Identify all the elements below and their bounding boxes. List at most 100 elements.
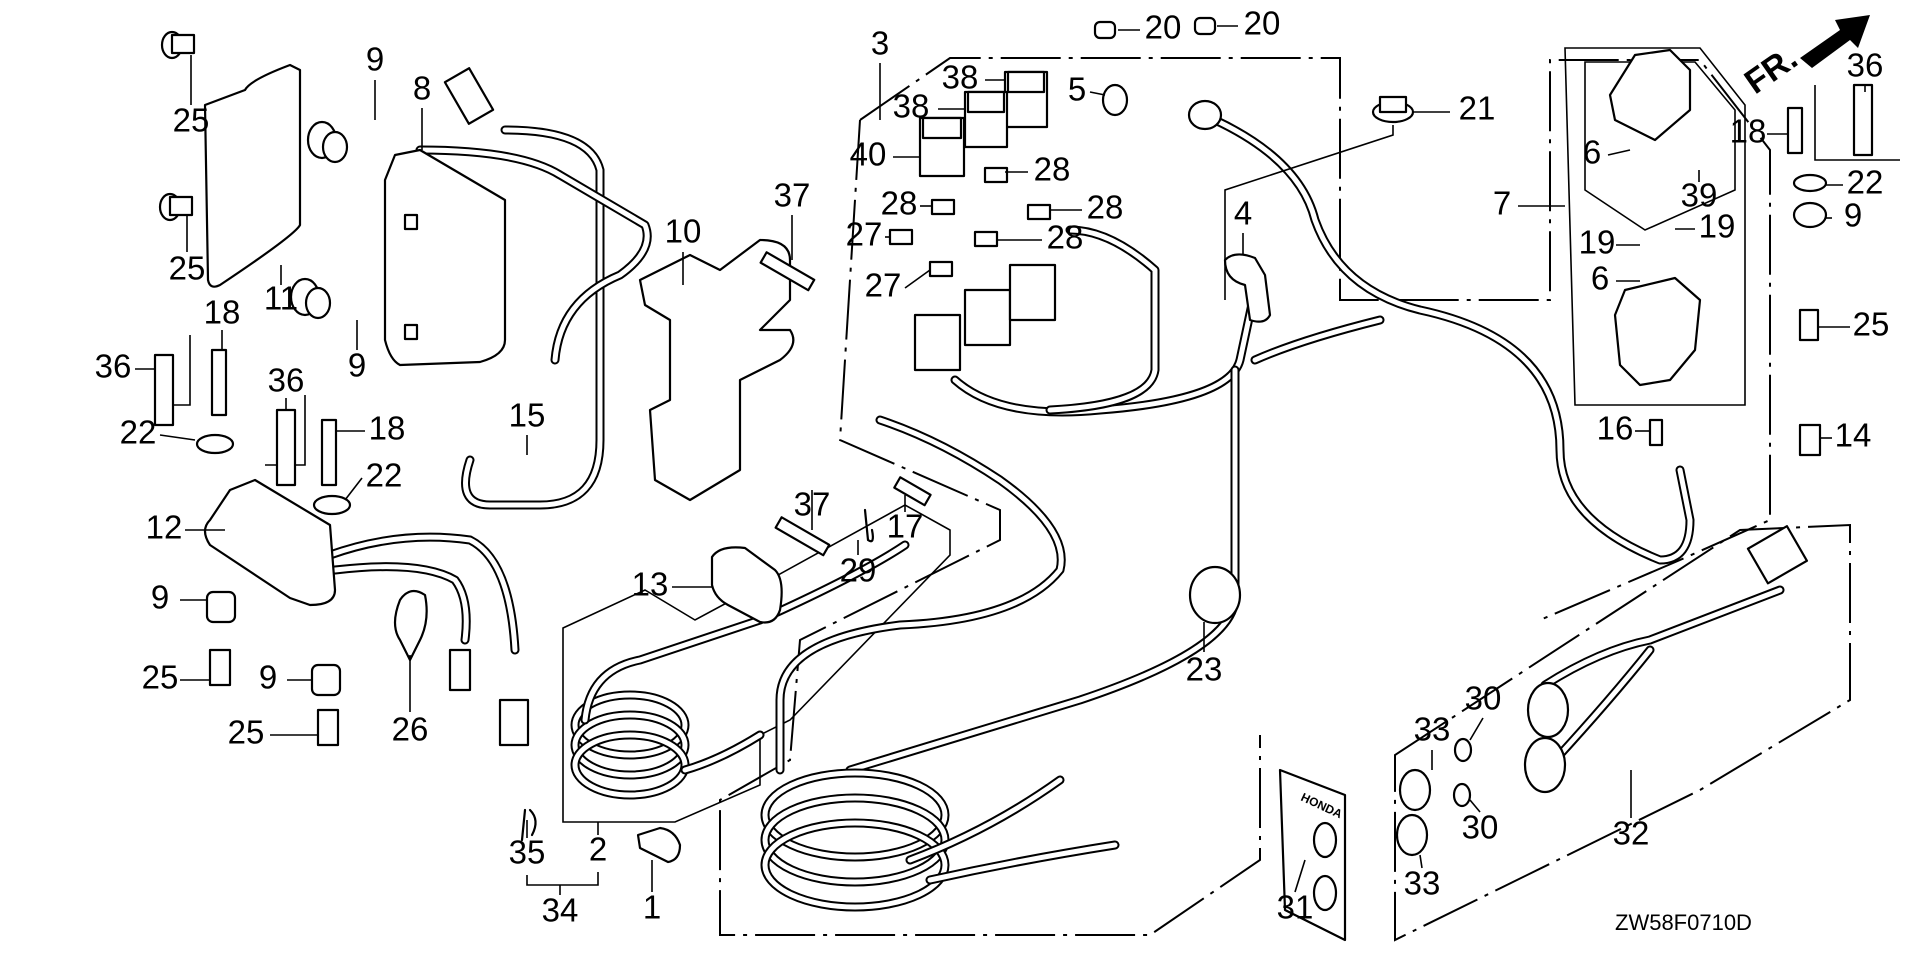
- callout-5: 5: [1068, 71, 1086, 108]
- diagram-stroke: [1542, 587, 1783, 688]
- callout-36: 36: [268, 362, 305, 399]
- cable-tie-23: [1188, 565, 1242, 625]
- fuse-28: [983, 166, 1009, 184]
- diagram-stroke: [572, 732, 688, 798]
- connector: [443, 67, 495, 125]
- diagram-stroke: [888, 228, 914, 246]
- diagram-stroke: [417, 147, 650, 363]
- front-label: FR.: [1738, 39, 1805, 102]
- harness-2-outline: [562, 504, 951, 823]
- diagram-stroke: [1026, 203, 1052, 221]
- diagram-stroke: [1006, 70, 1046, 94]
- callout-22: 22: [1847, 164, 1884, 201]
- grommet-9: [1792, 201, 1828, 229]
- bolt-36: [275, 408, 297, 487]
- pin-29: [863, 508, 874, 543]
- callout-28: 28: [1034, 151, 1071, 188]
- diagram-stroke: [1469, 717, 1484, 741]
- callout-25: 25: [228, 714, 265, 751]
- clip-26: [393, 589, 428, 662]
- diagram-stroke: [448, 648, 472, 692]
- callout-9: 9: [259, 659, 277, 696]
- callout-9: 9: [366, 41, 384, 78]
- callout-4: 4: [1234, 195, 1252, 232]
- diagram-stroke: [403, 323, 419, 341]
- callout-33: 33: [1414, 711, 1451, 748]
- callout-labels: 25 25 11 9 8 9 18 36 22 36 18 22 15 12 9…: [95, 5, 1890, 929]
- cover-39: [1608, 48, 1692, 142]
- diagram-stroke: [159, 434, 196, 441]
- callout-21: 21: [1459, 90, 1496, 127]
- diagram-stroke: [966, 90, 1006, 114]
- diagram-stroke: [1746, 525, 1809, 585]
- diagram-stroke: [332, 564, 469, 643]
- diagram-stroke: [1008, 263, 1057, 322]
- callout-19: 19: [1699, 208, 1736, 245]
- diagram-stroke: [682, 732, 763, 773]
- diagram-stroke: [907, 777, 1063, 863]
- callout-25: 25: [1853, 306, 1890, 343]
- callout-16: 16: [1597, 410, 1634, 447]
- callout-28: 28: [1087, 189, 1124, 226]
- diagram-stroke: [1187, 99, 1223, 131]
- bolt-37: [774, 516, 831, 557]
- callout-20: 20: [1145, 9, 1182, 46]
- callout-2: 2: [589, 831, 607, 868]
- callout-25: 25: [142, 659, 179, 696]
- diagram-stroke: [1252, 317, 1383, 363]
- callout-35: 35: [509, 834, 546, 871]
- diagram-stroke: [777, 417, 1064, 773]
- diagram-stroke: [762, 820, 948, 910]
- nut-20: [1093, 20, 1117, 40]
- callout-3: 3: [871, 25, 889, 62]
- switch-7: [1613, 276, 1702, 387]
- harness-3-outline-left: [719, 119, 1261, 936]
- bolt-18: [320, 418, 338, 487]
- callout-30: 30: [1462, 809, 1499, 846]
- callout-31: 31: [1277, 889, 1314, 926]
- lamp-33: [1395, 813, 1429, 857]
- diagram-stroke: [304, 286, 332, 320]
- diagram-stroke: [928, 260, 954, 278]
- callout-26: 26: [392, 711, 429, 748]
- callout-22: 22: [366, 457, 403, 494]
- diagram-stroke: [1294, 859, 1306, 893]
- diagram-stroke: [572, 712, 688, 778]
- cap-4: [1223, 253, 1272, 323]
- module-12: [203, 478, 337, 607]
- diagram-stroke: [463, 127, 603, 508]
- leader-lines: [135, 25, 1866, 893]
- module-8: [383, 148, 507, 367]
- callout-30: 30: [1465, 680, 1502, 717]
- diagram-stroke: [963, 288, 1012, 347]
- diagram-stroke: [344, 477, 363, 501]
- callout-38: 38: [942, 59, 979, 96]
- diagram-stroke: [952, 287, 1258, 415]
- diagram-stroke: [321, 130, 349, 164]
- diagram-stroke: [1419, 854, 1423, 869]
- switch-39-outline: [1584, 61, 1736, 231]
- diagram-stroke: [1312, 821, 1338, 859]
- callout-22: 22: [120, 414, 157, 451]
- bracket-34: [526, 872, 599, 895]
- grommet-9: [289, 277, 332, 320]
- fuse-27: [888, 228, 914, 246]
- callout-32: 32: [1613, 815, 1650, 852]
- fuse-28: [1026, 203, 1052, 221]
- callout-28: 28: [1047, 219, 1084, 256]
- callout-34: 34: [542, 892, 579, 929]
- washer-22: [312, 494, 352, 516]
- callout-39: 39: [1681, 177, 1718, 214]
- diagram-stroke: [1312, 874, 1338, 912]
- diagram-stroke: [983, 166, 1009, 184]
- relay-38: [963, 90, 1009, 149]
- grommet-9: [306, 120, 349, 164]
- callout-9: 9: [348, 347, 366, 384]
- pad-13: [710, 546, 783, 624]
- diagram-stroke: [1523, 736, 1567, 794]
- bolt-36: [1852, 83, 1874, 157]
- callout-15: 15: [509, 397, 546, 434]
- diagram-stroke: [403, 213, 419, 231]
- callout-8: 8: [413, 70, 431, 107]
- diagram-code: ZW58F0710D: [1615, 910, 1752, 935]
